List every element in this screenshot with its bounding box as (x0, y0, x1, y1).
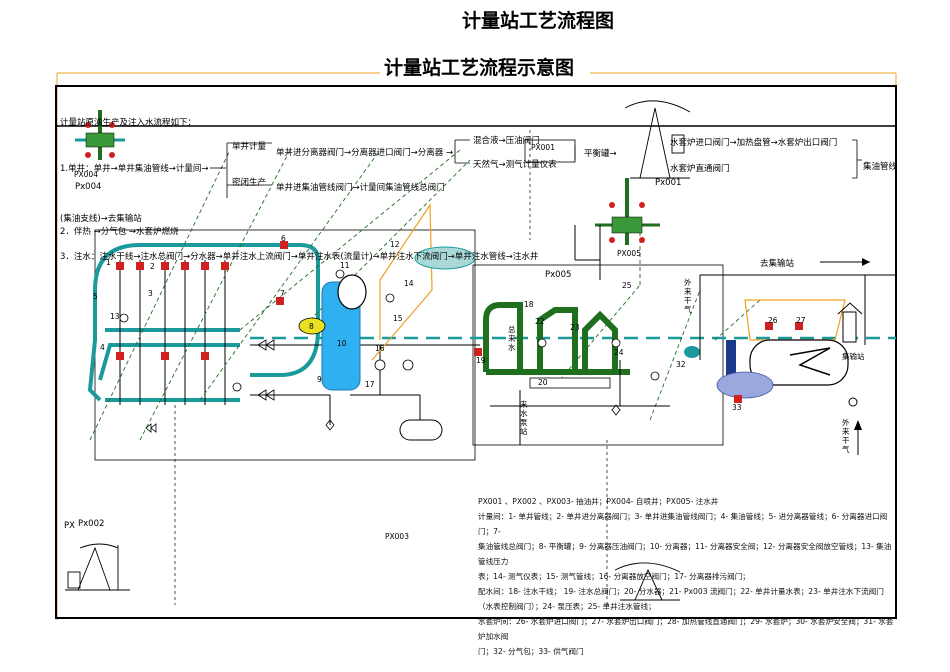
gathering-pipes (87, 243, 320, 402)
pumpjack-px001 (624, 100, 691, 179)
legend-line-6: （水表控制阀门）；24- 泵压表；25- 单井注水管线； (478, 602, 656, 611)
dashed-diagonal-lines (89, 149, 761, 441)
label-pump-station: 来水泵站 (520, 400, 528, 436)
number-10: 10 (337, 339, 347, 348)
number-17: 17 (365, 380, 375, 389)
water-distribution-room-outline (472, 264, 724, 446)
number-11: 11 (340, 261, 350, 270)
well-px002-prefix: PX (64, 521, 75, 531)
flow-line-4: 3．注水：注水干线→注水总阀门→分水器→单井注水上流阀门→单井注水表(流量计)→… (60, 252, 539, 262)
number-13: 13 (110, 312, 120, 321)
well-px001: Px001 (655, 178, 682, 188)
label-heater-in: 水套炉进口阀门→加热盘管→水套炉出口阀门 (670, 138, 838, 148)
label-outside-gas-top: 外来干气 (684, 278, 692, 314)
label-gathering-station: 集输站 (842, 352, 865, 361)
number-32: 32 (676, 360, 686, 369)
gas-bag-32 (684, 346, 700, 358)
well-px001-box: PX001 (531, 143, 555, 152)
pressure-gauges (119, 269, 660, 392)
number-15: 15 (393, 314, 403, 323)
diagram-frame (55, 85, 897, 619)
number-9: 9 (317, 375, 322, 384)
heater-flame (716, 371, 774, 399)
legend-line-1: PX001 、PX002 、PX003- 抽油井；PX004- 自喷井；PX00… (478, 497, 719, 506)
number-5: 5 (93, 292, 98, 301)
legend-line-2: 计量间：1- 单井管线；2- 单井进分离器阀门；3- 单井进集油管线阀门；4- … (478, 512, 888, 536)
legend-line-5: 配水间：18- 注水干线； 19- 注水总阀门；20- 分水器；21- Px00… (478, 587, 884, 596)
wellhead-px005 (574, 178, 660, 280)
label-manifold-inflow: 总来水 (508, 325, 516, 352)
well-px004-box: PX004 (74, 170, 98, 179)
flow-brackets (210, 139, 862, 198)
number-20: 20 (538, 378, 548, 387)
separator-dome (337, 274, 367, 310)
drain-tank (399, 419, 443, 441)
number-2: 2 (150, 262, 155, 271)
dashed-verticals (174, 130, 608, 605)
heater-burner (726, 340, 736, 380)
well-px004: Px004 (75, 182, 102, 192)
label-sealed-production: 密闭生产 (232, 178, 267, 188)
flow-line-3: 2．伴热 →分气包 →水套炉燃烧 (60, 227, 179, 237)
legend-line-7: 水套炉间：26- 水套炉进口阀门；27- 水套炉出口阀门；28- 加热管线直通阀… (478, 617, 894, 641)
red-valves (116, 241, 803, 403)
label-separator-branch: 单井进分离器阀门→分离器进口阀门→分离器 → (276, 148, 454, 158)
gate-valves (145, 339, 621, 433)
number-4: 4 (100, 343, 105, 352)
well-px005-box: PX005 (617, 249, 641, 258)
number-7: 7 (280, 289, 285, 298)
label-natural-gas: 天然气→测气计量仪表 (473, 160, 557, 170)
flow-line-1: 1.单井：单井→单井集油管线→计量间→ (60, 164, 209, 174)
label-mixed-liquid: 混合液→压油阀门 (473, 136, 540, 146)
number-1: 1 (106, 258, 111, 267)
flow-intro: 计量站原油生产及注入水流程如下： (60, 118, 197, 128)
water-distributor-20 (529, 377, 611, 389)
number-23: 23 (570, 323, 580, 332)
label-single-metering: 单井计量 (232, 142, 267, 152)
number-33: 33 (732, 403, 742, 412)
label-gathering-branch: 单井进集油管线阀门→计量间集油管线总阀门 (276, 183, 445, 193)
number-12: 12 (390, 240, 400, 249)
orange-vent-lines (371, 203, 846, 361)
pumpjack-px002 (65, 543, 130, 591)
number-16: 16 (375, 344, 385, 353)
label-outside-gas-bottom: 外来干气 (842, 418, 850, 454)
number-19: 19 (476, 356, 486, 365)
well-px002: Px002 (78, 519, 105, 529)
number-6: 6 (281, 234, 286, 243)
pumpjack-px003 (614, 562, 681, 601)
chimney (842, 311, 857, 343)
manifold-verticals (119, 260, 480, 425)
number-22: 22 (535, 317, 545, 326)
label-to-gathering-station: 去集输站 (760, 259, 795, 269)
number-3: 3 (148, 289, 153, 298)
balance-tank (298, 317, 326, 335)
number-8: 8 (309, 322, 314, 331)
number-18: 18 (524, 300, 534, 309)
document-title: 计量站工艺流程图 (462, 10, 615, 32)
legend-line-8: 门；32- 分气包；33- 供气阀门 (478, 647, 584, 656)
number-24: 24 (614, 348, 624, 357)
diagram-title: 计量站工艺流程示意图 (384, 57, 575, 79)
wellhead-px004 (75, 110, 125, 160)
label-gathering-line: 集油管线 (863, 162, 898, 172)
number-14: 14 (404, 279, 414, 288)
number-27: 27 (796, 316, 806, 325)
legend: PX001 、PX002 、PX003- 抽油井；PX004- 自喷井；PX00… (478, 494, 898, 659)
label-heater-bypass: 水套炉直通阀门 (670, 164, 730, 174)
flow-line-2: (集油支线)→去集输站 (60, 214, 142, 224)
number-26: 26 (768, 316, 778, 325)
legend-line-3: 集油管线总阀门；8- 平衡罐；9- 分离器压油阀门；10- 分离器；11- 分离… (478, 542, 892, 566)
gas-meter-oval (414, 246, 476, 270)
number-25: 25 (622, 281, 632, 290)
well-px005: Px005 (545, 270, 572, 280)
legend-line-4: 表；14- 测气仪表；15- 测气管线；16- 分离器放空阀门；17- 分离器排… (478, 572, 750, 581)
well-px003: PX003 (385, 532, 409, 541)
label-balance-tank: 平衡罐→ (584, 149, 617, 159)
